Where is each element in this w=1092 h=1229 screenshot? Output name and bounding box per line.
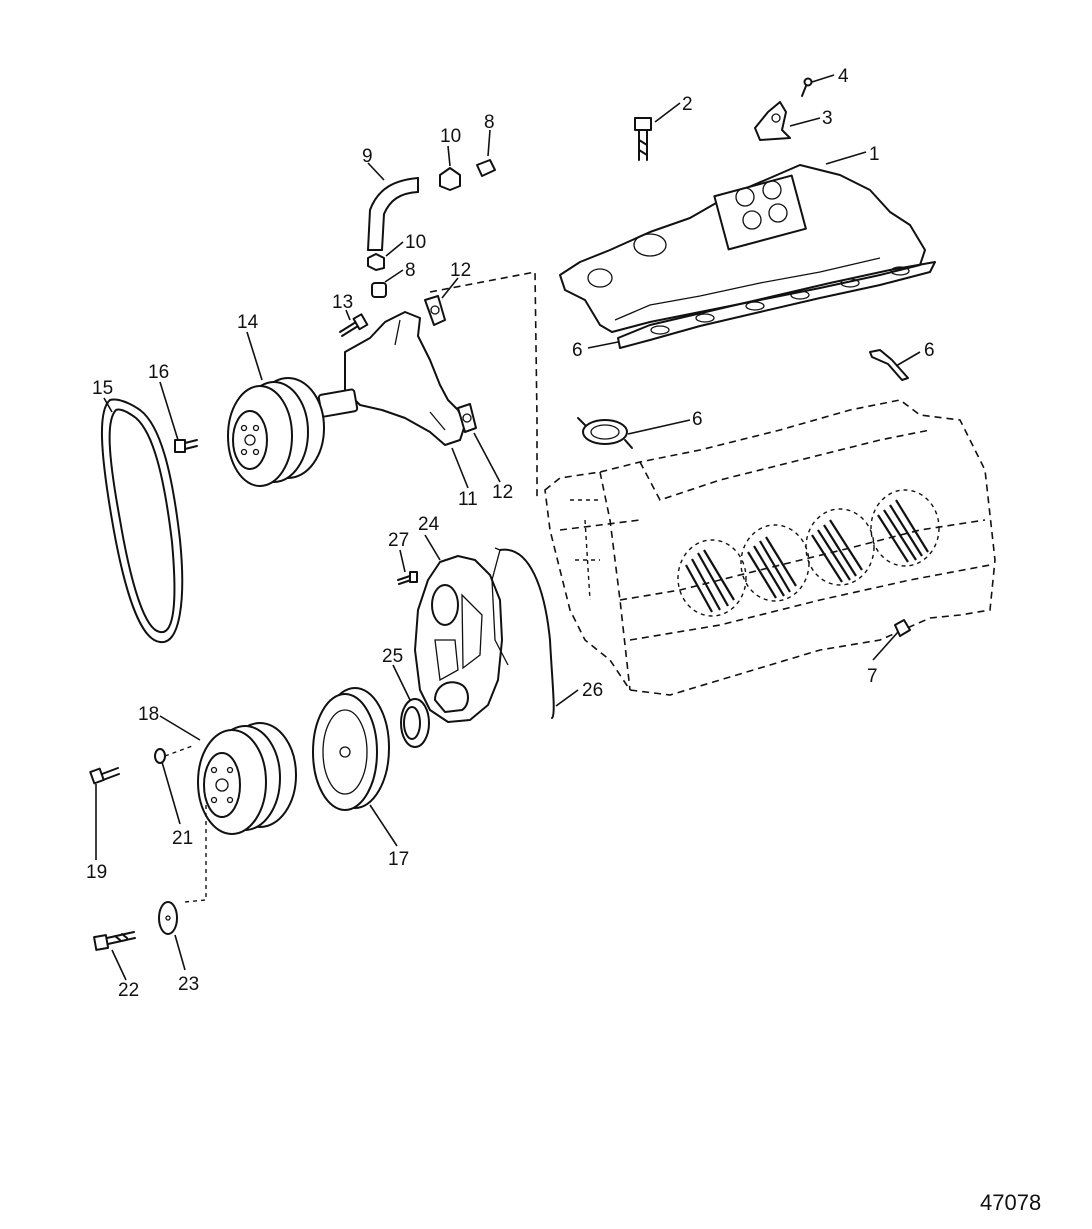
pump-gasket-lower: [457, 403, 477, 433]
crankshaft-pulley: [197, 722, 297, 835]
callout-4: 4: [838, 66, 849, 87]
callout-7: 7: [867, 666, 878, 687]
nipple-lower: [371, 282, 387, 298]
front-crank-seal: [400, 698, 430, 748]
callout-6-seal: 6: [924, 340, 935, 361]
damper-bolt: [93, 931, 136, 951]
callout-1: 1: [869, 144, 880, 165]
harmonic-balancer: [312, 687, 390, 811]
crank-pulley-bolt: [89, 767, 120, 785]
thermostat-gasket: [577, 417, 633, 449]
callout-6-thermostat: 6: [692, 409, 703, 430]
end-seal: [869, 349, 909, 381]
callout-11: 11: [458, 489, 478, 510]
timing-cover-bolt: [397, 571, 418, 585]
callout-18: 18: [138, 704, 159, 725]
callout-labels: 1 2 3 4 6 6 6 7 8 8 9 10 10 11 12 12 13 …: [86, 66, 935, 1001]
callout-26: 26: [582, 680, 603, 701]
callout-10-lower: 10: [405, 232, 426, 253]
stud: [801, 77, 813, 97]
callout-19: 19: [86, 862, 107, 883]
hose-clamp-upper: [439, 167, 461, 191]
callout-16: 16: [148, 362, 169, 383]
callout-23: 23: [178, 974, 199, 995]
engine-block: [429, 271, 996, 696]
drive-belt: [101, 398, 184, 644]
callout-21: 21: [172, 828, 193, 849]
callout-13: 13: [332, 292, 353, 313]
timing-cover: [414, 555, 503, 723]
bracket: [754, 101, 791, 141]
bypass-hose: [367, 177, 419, 251]
washer-large: [158, 901, 178, 935]
pump-gasket-upper: [424, 295, 446, 326]
leader-lines: [95, 74, 921, 981]
hose-clamp-lower: [367, 253, 385, 271]
dashed-assembly-guides: [164, 744, 207, 903]
figure-number: 47078: [980, 1190, 1041, 1215]
callout-22: 22: [118, 980, 139, 1001]
callout-24: 24: [418, 514, 440, 535]
cylinder-bores: [677, 489, 940, 617]
water-pump-pulley: [227, 377, 325, 487]
callout-10-upper: 10: [440, 126, 461, 147]
callout-14: 14: [237, 312, 259, 333]
callout-12-lower: 12: [492, 482, 513, 503]
callout-8-upper: 8: [484, 112, 495, 133]
callout-8-lower: 8: [405, 260, 416, 281]
pulley-bolt: [174, 439, 198, 453]
callout-3: 3: [822, 108, 833, 129]
callout-6-gasket: 6: [572, 340, 583, 361]
callout-25: 25: [382, 646, 403, 667]
callout-2: 2: [682, 94, 693, 115]
callout-17: 17: [388, 849, 409, 870]
callout-15: 15: [92, 378, 113, 399]
intake-manifold: [559, 164, 926, 333]
timing-cover-gasket: [491, 547, 555, 719]
manifold-bolt: [634, 117, 652, 161]
washer-small: [154, 748, 166, 764]
intake-gasket: [617, 261, 936, 349]
callout-27: 27: [388, 530, 409, 551]
nipple-upper: [476, 159, 496, 177]
callout-9: 9: [362, 146, 373, 167]
pump-bolt: [339, 313, 369, 337]
callout-12-upper: 12: [450, 260, 471, 281]
